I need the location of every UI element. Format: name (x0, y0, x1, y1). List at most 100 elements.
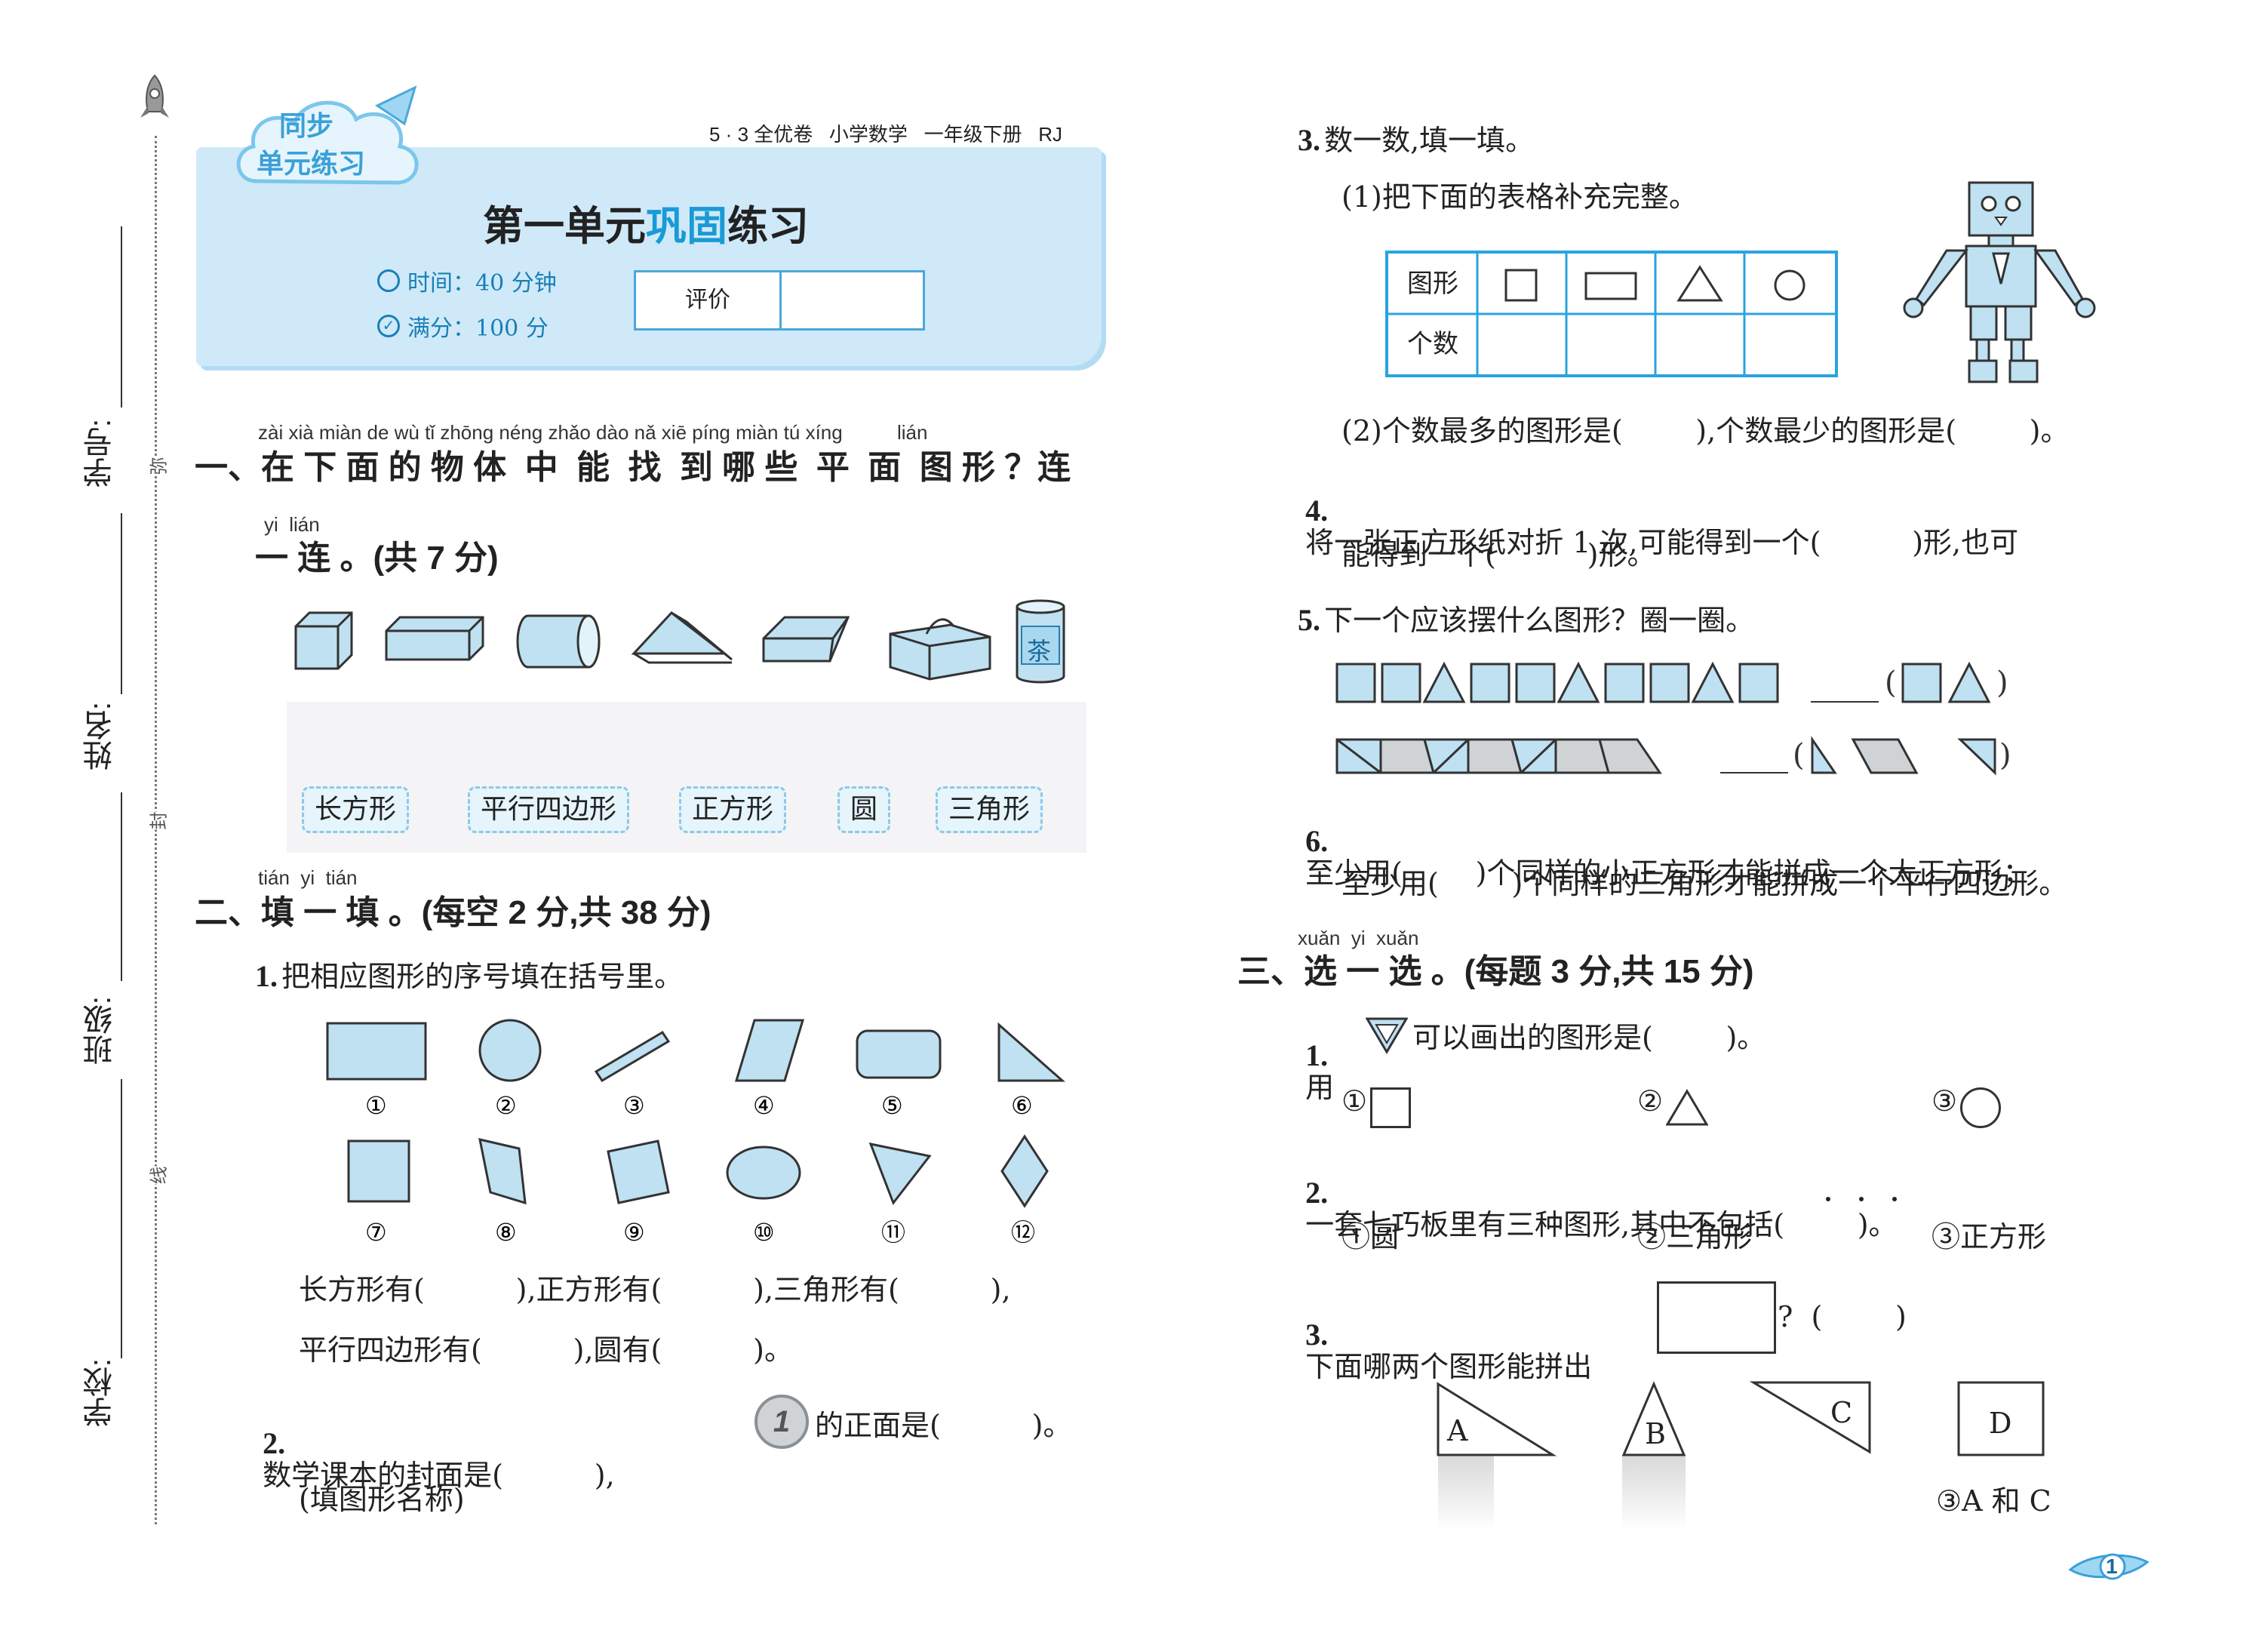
s1-opt-1-label: ① (1341, 1084, 1368, 1118)
shape-label-9: ⑨ (623, 1218, 645, 1247)
eval-input[interactable] (782, 272, 923, 328)
eval-label: 评价 (636, 272, 782, 328)
s3-option-3[interactable]: ③A 和 C (1936, 1484, 2051, 1518)
q2-text-b[interactable]: 的正面是( )。 (815, 1409, 1072, 1442)
table-cell-triangle-count[interactable] (1658, 316, 1742, 372)
s3-text-a: 下面哪两个图形能拼出 (1305, 1350, 1593, 1383)
q1-fill-line-2[interactable]: 平行四边形有( ),圆有( )。 (299, 1333, 793, 1367)
shape-9-tilted-square (607, 1139, 670, 1204)
seal-char-xian: 线 (143, 1166, 171, 1185)
shape-label-2: ② (495, 1091, 517, 1120)
cloud-icon (236, 85, 419, 185)
coin-value: 1 (773, 1405, 791, 1438)
square-icon (1370, 1087, 1412, 1128)
s1-option-2[interactable]: ② (1637, 1087, 1709, 1127)
table-triangle-icon (1676, 265, 1723, 302)
shape-1-rectangle (326, 1022, 427, 1081)
parallelogram-box-object (762, 616, 850, 663)
label-class: 班级: (84, 996, 117, 1066)
s1-option-1[interactable]: ① (1341, 1084, 1412, 1128)
s2-text[interactable]: 一套七巧板里有三种图形,其中不包括( )。 (1305, 1208, 1898, 1241)
q1-fill-line-1[interactable]: 长方形有( ),正方形有( ),三角形有( ), (299, 1273, 1011, 1306)
table-grid (1388, 254, 1835, 374)
svg-text:): ) (1996, 666, 2008, 700)
s1-text-b[interactable]: 可以画出的图形是( )。 (1412, 1021, 1766, 1054)
cylinder-object (516, 614, 601, 669)
table-cell-circle-count[interactable] (1747, 316, 1831, 372)
field-line-2 (121, 513, 122, 694)
count-table: 图形 个数 (1385, 251, 1838, 377)
option-small-triangle[interactable] (1811, 736, 1837, 774)
emphasis-dots (1820, 1197, 1910, 1203)
shape-label-5: ⑤ (881, 1091, 903, 1120)
pattern-row-1: ( ) (1335, 661, 2008, 703)
s3-text-b[interactable]: ? ( ) (1778, 1300, 1907, 1333)
r-q4-text-a[interactable]: 将一张正方形纸对折 1 次,可能得到一个( )形,也可 (1305, 526, 2019, 559)
shape-7-square (347, 1139, 410, 1203)
sec1-title-line2: 一 连 。(共 7 分) (255, 540, 499, 577)
shape-10-oval (726, 1146, 801, 1200)
s1: 1. 用 (1298, 1023, 1334, 1102)
shape-label-12: ⑫ (1011, 1218, 1035, 1247)
option-square[interactable] (1901, 663, 1942, 703)
q2-text-a[interactable]: 数学课本的封面是( ), (263, 1459, 615, 1492)
table-circle-icon (1774, 269, 1805, 301)
s2-option-3[interactable]: ③正方形 (1931, 1220, 2047, 1253)
score-text: 满分：100 分 (407, 315, 549, 342)
shape-a-label: A (1447, 1414, 1468, 1447)
shape-c-label: C (1830, 1396, 1853, 1429)
title-highlight: 巩固 (646, 204, 727, 249)
tea-can-label: 茶 (1027, 637, 1052, 666)
r-q3-sub2[interactable]: (2)个数最多的图形是( ),个数最少的图形是( )。 (1341, 414, 2070, 447)
sec2-pinyin: tián yi tián (258, 866, 358, 889)
tag-circle[interactable]: 圆 (837, 786, 891, 833)
series-info: 5 · 3 全优卷 小学数学 一年级下册 RJ (709, 123, 1063, 146)
badge-line-2: 单元练习 (257, 148, 366, 179)
s2: 2. 一套七巧板里有三种图形,其中不包括( )。 (1298, 1161, 1898, 1241)
tag-parallelogram[interactable]: 平行四边形 (468, 786, 630, 833)
r-q6-text-b[interactable]: 至少用( )个同样的三角形才能拼成一个平行四边形。 (1341, 867, 2068, 900)
r-q6-text-a[interactable]: 至少用( )个同样的小正方形才能拼成一个大正方形； (1305, 857, 2032, 890)
title-post: 练习 (727, 204, 809, 249)
shape-c (1749, 1381, 1871, 1454)
s1-option-3[interactable]: ③ (1931, 1087, 2002, 1128)
r-q4-number: 4. (1305, 494, 1329, 527)
tissue-box-object (889, 618, 991, 681)
coin-icon: 1 (754, 1395, 809, 1449)
svg-text:(: ( (1885, 666, 1897, 700)
tag-triangle[interactable]: 三角形 (936, 786, 1043, 833)
triangle-icon (1665, 1088, 1709, 1125)
time-text: 时间：40 分钟 (407, 270, 557, 297)
r-q3: 3. 数一数,填一填。 (1298, 122, 1534, 158)
sec1-objects (294, 599, 1065, 684)
tag-rectangle[interactable]: 长方形 (302, 786, 410, 833)
sec2-shapes: ① ② ③ ④ ⑤ ⑥ ⑦ ⑧ ⑨ ⑩ ⑪ ⑫ (326, 1019, 1065, 1247)
s2-option-1[interactable]: ①圆 (1341, 1220, 1400, 1253)
r-q4-text-b[interactable]: 能得到一个( )形。 (1341, 538, 1656, 571)
tag-square[interactable]: 正方形 (679, 786, 787, 833)
option-inverted-triangle[interactable] (1957, 738, 1996, 776)
binding-margin: 学号: 姓名: 班级: 学校: 弥 封 线 (0, 0, 181, 1630)
label-school: 学校: (84, 1358, 117, 1428)
sec1-title-line1: 一、在 下 面 的 物 体 中 能 找 到 哪 些 平 面 图 形 ？连 (195, 449, 1071, 486)
svg-text:(: ( (1793, 738, 1805, 773)
shape-label-11: ⑪ (881, 1218, 905, 1247)
q2-number: 2. (263, 1426, 286, 1460)
binding-line (155, 136, 157, 1524)
shape-5-rounded-rect (856, 1029, 942, 1079)
table-cell-square-count[interactable] (1480, 316, 1564, 372)
page-number-badge: 1 (2067, 1548, 2150, 1585)
option-triangle[interactable] (1947, 661, 1991, 703)
shape-label-7: ⑦ (365, 1218, 387, 1247)
table-cell-rectangle-count[interactable] (1569, 316, 1653, 372)
tea-can-object (1016, 599, 1065, 684)
s2-option-2[interactable]: ②三角形 (1637, 1220, 1753, 1253)
label-name: 姓名: (84, 702, 117, 771)
set-square-icon (1366, 1017, 1408, 1054)
s1-number: 1. (1305, 1038, 1329, 1072)
shape-11-triangle (868, 1142, 932, 1206)
q1-text: 把相应图形的序号填在括号里。 (281, 960, 684, 993)
q1-number: 1. (255, 959, 278, 993)
clock-icon (377, 269, 400, 292)
option-parallelogram[interactable] (1851, 738, 1919, 774)
